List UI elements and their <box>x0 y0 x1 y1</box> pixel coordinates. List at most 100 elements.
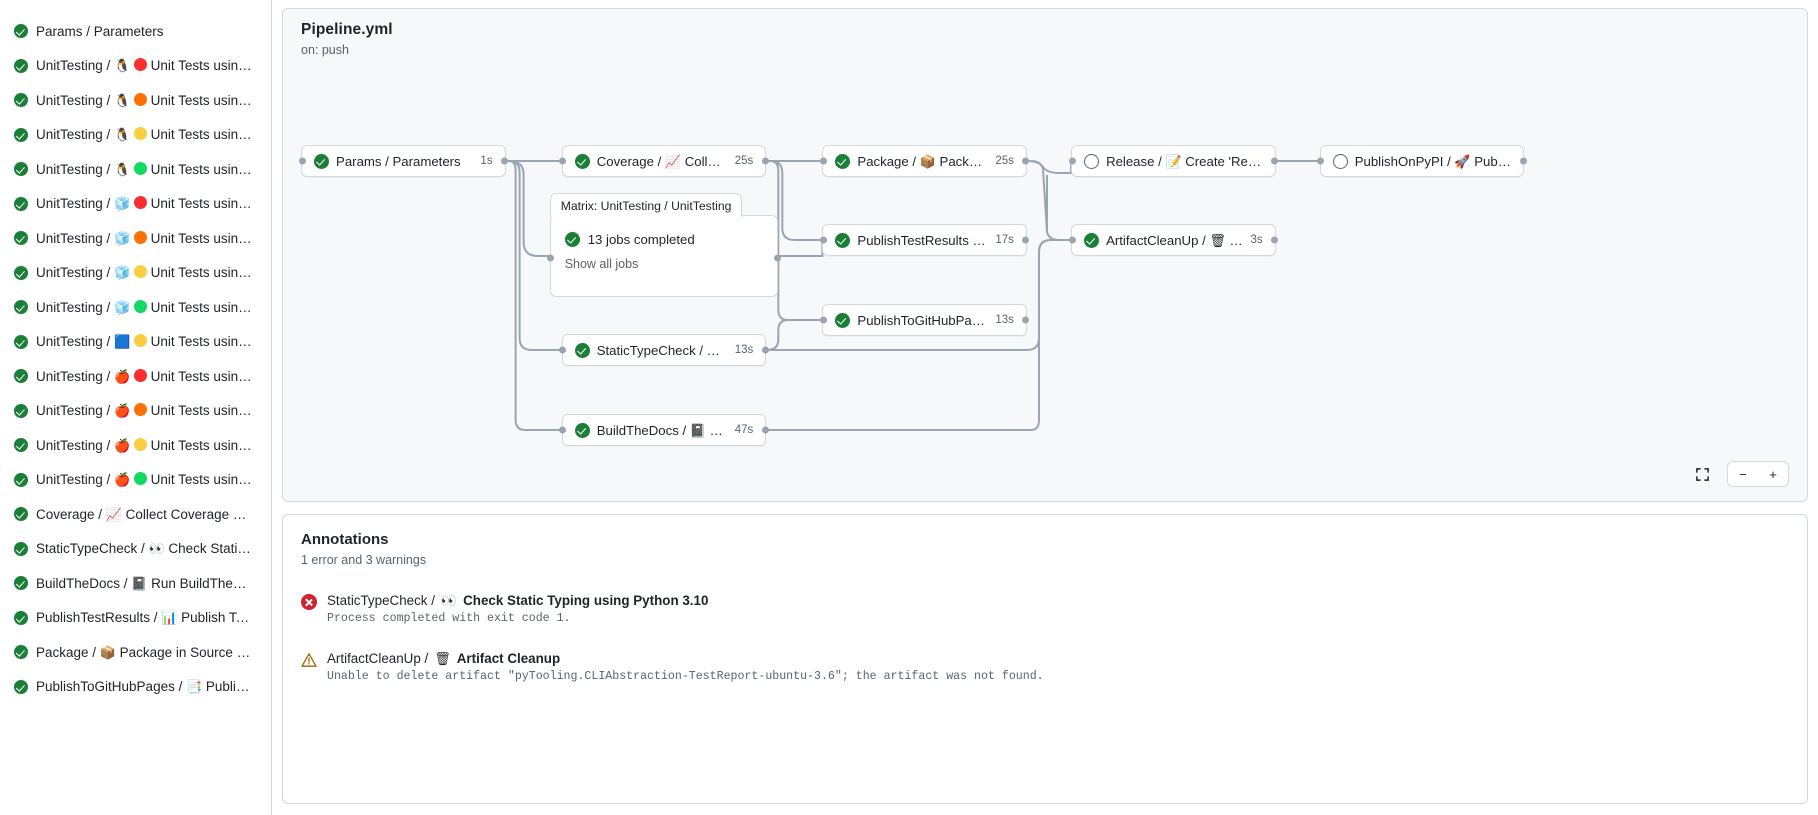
sidebar-job-item[interactable]: UnitTesting / 🍎 Unit Tests using Pyth... <box>6 463 265 498</box>
sidebar-job-item[interactable]: UnitTesting / 🐧 Unit Tests using Pyth... <box>6 118 265 153</box>
node-emoji-icon: 📝 <box>1165 153 1186 169</box>
sidebar-job-item[interactable]: PublishToGitHubPages / 📑 Publish to G... <box>6 670 265 705</box>
job-status-success-icon <box>14 610 28 625</box>
graph-node[interactable]: BuildTheDocs / 📓 Run Buil... 47s <box>559 414 769 446</box>
graph-node[interactable]: ArtifactCleanUp / 🗑 Artifac...3s <box>1068 224 1279 256</box>
node-output-pin <box>1022 236 1030 244</box>
matrix-input-pin <box>547 254 555 262</box>
sidebar-job-label: BuildTheDocs / 📓 Run BuildTheDocs <box>36 575 254 591</box>
annotation-job-title[interactable]: StaticTypeCheck / 👀Check Static Typing u… <box>327 593 709 608</box>
node-output-pin <box>501 157 509 165</box>
job-status-success-icon <box>14 58 28 73</box>
sidebar-job-item[interactable]: UnitTesting / 🍎 Unit Tests using Pyth... <box>6 394 265 429</box>
job-status-success-icon <box>14 334 28 349</box>
sidebar-job-item[interactable]: UnitTesting / 🍎 Unit Tests using Pyth... <box>6 359 265 394</box>
sidebar-job-item[interactable]: UnitTesting / 🐧 Unit Tests using Pyth... <box>6 152 265 187</box>
show-all-jobs-link[interactable]: Show all jobs <box>564 257 639 271</box>
sidebar-job-item[interactable]: UnitTesting / 🧊 Unit Tests using Pyth... <box>6 256 265 291</box>
sidebar-job-item[interactable]: Coverage / 📈 Collect Coverage Data usi..… <box>6 497 265 532</box>
node-label: BuildTheDocs / 📓 Run Buil... <box>596 422 728 438</box>
graph-node[interactable]: StaticTypeCheck / 👀 Chec...13s <box>559 334 769 366</box>
node-status-success-icon <box>574 422 590 438</box>
sidebar-job-item[interactable]: PublishTestResults / 📊 Publish Test Resu… <box>6 601 265 636</box>
job-status-success-icon <box>14 438 28 453</box>
node-duration: 47s <box>734 424 754 436</box>
node-output-pin <box>1022 316 1030 324</box>
node-label: PublishTestResults / 📊 Pu... <box>857 233 988 248</box>
job-status-success-icon <box>14 93 28 108</box>
node-label: Package / 📦 Package in So... <box>857 153 989 169</box>
os-icon: 🐧 <box>114 161 134 177</box>
node-input-pin <box>1068 236 1076 244</box>
graph-node[interactable]: PublishTestResults / 📊 Pu...17s <box>819 224 1030 256</box>
sidebar-job-item[interactable]: UnitTesting / 🧊 Unit Tests using Pyth... <box>6 221 265 256</box>
node-label: ArtifactCleanUp / 🗑 Artifac... <box>1106 232 1243 248</box>
node-input-pin <box>559 346 567 354</box>
workflow-title: Pipeline.yml <box>301 21 393 38</box>
zoom-in-button[interactable]: + <box>1758 462 1788 486</box>
annotation-item: StaticTypeCheck / 👀Check Static Typing u… <box>301 593 1789 625</box>
node-status-success-icon <box>1084 232 1100 248</box>
python-version-dot <box>133 334 147 348</box>
node-label: PublishToGitHubPages / 📑 … <box>857 312 989 328</box>
node-emoji-icon: 📦 <box>919 153 940 169</box>
sidebar-job-label: Coverage / 📈 Collect Coverage Data usi..… <box>36 506 254 522</box>
node-label: StaticTypeCheck / 👀 Chec... <box>596 342 728 358</box>
node-input-pin <box>559 426 567 434</box>
node-input-pin <box>298 157 306 165</box>
node-input-pin <box>559 157 567 165</box>
graph-node[interactable]: Release / 📝 Create 'Release P... <box>1068 145 1279 177</box>
sidebar-job-label: UnitTesting / 🐧 Unit Tests using Pyth... <box>36 92 254 108</box>
node-label: Coverage / 📈 Collect Cove... <box>596 153 728 169</box>
os-icon: 🧊 <box>114 196 134 212</box>
job-status-success-icon <box>14 162 28 177</box>
sidebar-job-item[interactable]: UnitTesting / 🐧 Unit Tests using Pyth... <box>6 49 265 84</box>
annotation-message: Unable to delete artifact "pyTooling.CLI… <box>327 670 1044 683</box>
graph-node[interactable]: PublishToGitHubPages / 📑 … 13s <box>819 304 1030 336</box>
python-version-dot <box>133 127 147 141</box>
annotations-card: Annotations 1 error and 3 warnings Stati… <box>282 514 1808 804</box>
python-version-dot <box>133 58 147 72</box>
node-duration: 13s <box>995 314 1014 326</box>
fullscreen-icon[interactable] <box>1689 462 1715 486</box>
sidebar-job-item[interactable]: UnitTesting / 🐧 Unit Tests using Pyth... <box>6 83 265 118</box>
sidebar-job-item[interactable]: Package / 📦 Package in Source and Wh... <box>6 635 265 670</box>
node-input-pin <box>819 157 827 165</box>
job-status-success-icon <box>14 541 28 556</box>
sidebar-job-item[interactable]: UnitTesting / 🧊 Unit Tests using Pyth... <box>6 187 265 222</box>
os-icon: 📓 <box>131 575 152 591</box>
sidebar-job-label: UnitTesting / 🍎 Unit Tests using Pyth... <box>36 403 254 419</box>
workflow-graph-card: Pipeline.yml on: push <box>282 8 1808 502</box>
zoom-out-button[interactable]: − <box>1728 462 1758 486</box>
sidebar-job-label: UnitTesting / 🍎 Unit Tests using Pyth... <box>36 472 254 488</box>
sidebar-job-label: UnitTesting / 🍎 Unit Tests using Pyth... <box>36 437 254 453</box>
node-output-pin <box>1022 157 1030 165</box>
graph-node[interactable]: Package / 📦 Package in So...25s <box>819 145 1030 177</box>
sidebar-job-item[interactable]: UnitTesting / 🟦 Unit Tests using Pyth... <box>6 325 265 360</box>
sidebar-job-item[interactable]: StaticTypeCheck / 👀 Check Static Typing.… <box>6 532 265 567</box>
sidebar-job-item[interactable]: Params / Parameters <box>6 14 265 49</box>
node-output-pin <box>761 426 769 434</box>
os-icon: 🧊 <box>114 299 134 315</box>
job-status-success-icon <box>14 507 28 522</box>
graph-edges <box>505 160 1320 431</box>
graph-node[interactable]: PublishOnPyPI / 🚀 Publish to ... <box>1317 145 1527 177</box>
graph-node[interactable]: Coverage / 📈 Collect Cove...25s <box>559 145 769 177</box>
sidebar-job-item[interactable]: BuildTheDocs / 📓 Run BuildTheDocs <box>6 566 265 601</box>
python-version-dot <box>133 92 147 106</box>
annotation-job-title[interactable]: ArtifactCleanUp / 🗑Artifact Cleanup <box>327 651 561 666</box>
sidebar-job-item[interactable]: UnitTesting / 🧊 Unit Tests using Pyth... <box>6 290 265 325</box>
node-input-pin <box>1317 157 1325 165</box>
sidebar-job-label: Params / Parameters <box>36 23 164 39</box>
python-version-dot <box>133 196 147 210</box>
sidebar-job-label: UnitTesting / 🟦 Unit Tests using Pyth... <box>36 334 254 350</box>
sidebar-job-label: UnitTesting / 🐧 Unit Tests using Pyth... <box>36 161 254 177</box>
sidebar-job-item[interactable]: UnitTesting / 🍎 Unit Tests using Pyth... <box>6 428 265 463</box>
